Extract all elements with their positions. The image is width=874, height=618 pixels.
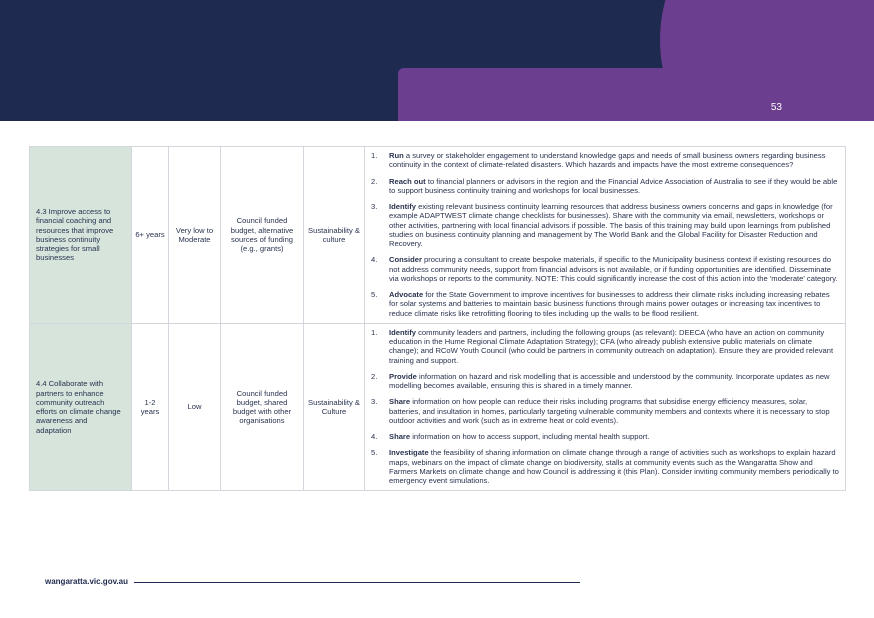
step-number: 5.	[371, 290, 378, 299]
funding-cell: Council funded budget, alternative sourc…	[220, 146, 304, 324]
step-description: procuring a consultant to create bespoke…	[389, 255, 838, 283]
page-number: 53	[770, 102, 782, 113]
step-number: 4.	[371, 432, 378, 441]
header-decorative-block	[398, 68, 874, 121]
timeframe-cell: 6+ years	[131, 146, 169, 324]
step-number: 2.	[371, 176, 378, 186]
list-item: 5. Advocate for the State Government to i…	[371, 290, 839, 318]
step-description: the feasibility of sharing information o…	[389, 448, 839, 485]
table-row: 4.3 Improve access to financial coaching…	[29, 146, 846, 324]
step-description: to financial planners or advisors in the…	[389, 176, 838, 195]
step-number: 2.	[371, 371, 378, 381]
steps-cell: 1. Identify community leaders and partner…	[364, 322, 846, 492]
step-description: information on how to access support, in…	[410, 432, 650, 441]
footer-divider	[134, 582, 580, 583]
page-header-banner: 53	[0, 0, 874, 121]
step-number: 4.	[371, 255, 378, 265]
step-list: 1. Identify community leaders and partner…	[371, 328, 839, 486]
step-action-verb: Identify	[389, 202, 417, 211]
cost-cell: Very low to Moderate	[168, 146, 221, 324]
owner-cell: Sustainability & Culture	[303, 322, 365, 492]
step-text: Identify community leaders and partners,…	[389, 328, 839, 365]
step-text: Run a survey or stakeholder engagement t…	[389, 151, 839, 170]
footer-website-link[interactable]: wangaratta.vic.gov.au	[45, 577, 128, 586]
list-item: 2. Reach out to financial planners or adv…	[371, 177, 839, 196]
step-number: 3.	[371, 397, 378, 407]
step-action-verb: Consider	[389, 255, 422, 265]
step-number: 1.	[371, 327, 378, 337]
list-item: 3. Identify existing relevant business co…	[371, 202, 839, 248]
step-description: existing relevant business continuity le…	[389, 202, 833, 248]
step-action-verb: Run	[389, 151, 404, 160]
list-item: 4. Consider procuring a consultant to cre…	[371, 255, 839, 283]
cost-cell: Low	[168, 322, 221, 492]
step-list: 1. Run a survey or stakeholder engagement…	[371, 151, 839, 318]
step-description: information on how people can reduce the…	[389, 397, 830, 425]
list-item: 1. Identify community leaders and partner…	[371, 328, 839, 365]
step-text: Consider procuring a consultant to creat…	[389, 255, 839, 283]
step-text: Share information on how people can redu…	[389, 397, 839, 425]
step-number: 1.	[371, 151, 378, 160]
table-row: 4.4 Collaborate with partners to enhance…	[29, 322, 846, 492]
list-item: 3. Share information on how people can re…	[371, 397, 839, 425]
list-item: 5. Investigate the feasibility of sharing…	[371, 448, 839, 485]
list-item: 2. Provide information on hazard and risk…	[371, 372, 839, 391]
step-action-verb: Investigate	[389, 448, 429, 458]
step-action-verb: Advocate	[389, 290, 424, 299]
list-item: 1. Run a survey or stakeholder engagement…	[371, 151, 839, 170]
step-action-verb: Identify	[389, 327, 417, 337]
step-action-verb: Provide	[389, 371, 417, 381]
objective-cell: 4.4 Collaborate with partners to enhance…	[29, 322, 132, 492]
step-text: Provide information on hazard and risk m…	[389, 372, 839, 391]
step-text: Advocate for the State Government to imp…	[389, 290, 839, 318]
objective-cell: 4.3 Improve access to financial coaching…	[29, 146, 132, 324]
step-text: Identify existing relevant business cont…	[389, 202, 839, 248]
step-description: for the State Government to improve ince…	[389, 290, 830, 318]
step-text: Share information on how to access suppo…	[389, 432, 839, 441]
step-description: a survey or stakeholder engagement to un…	[389, 151, 826, 170]
step-text: Reach out to financial planners or advis…	[389, 177, 839, 196]
timeframe-cell: 1-2 years	[131, 322, 169, 492]
step-action-verb: Reach out	[389, 176, 426, 186]
action-plan-table: 4.3 Improve access to financial coaching…	[29, 146, 846, 492]
step-text: Investigate the feasibility of sharing i…	[389, 448, 839, 485]
step-description: information on hazard and risk modelling…	[389, 371, 830, 390]
step-action-verb: Share	[389, 397, 411, 407]
funding-cell: Council funded budget, shared budget wit…	[220, 322, 304, 492]
step-description: community leaders and partners, includin…	[389, 327, 834, 365]
step-number: 5.	[371, 448, 378, 458]
steps-cell: 1. Run a survey or stakeholder engagement…	[364, 146, 846, 324]
list-item: 4. Share information on how to access sup…	[371, 432, 839, 441]
step-action-verb: Share	[389, 432, 411, 441]
owner-cell: Sustainability & culture	[303, 146, 365, 324]
step-number: 3.	[371, 202, 378, 211]
